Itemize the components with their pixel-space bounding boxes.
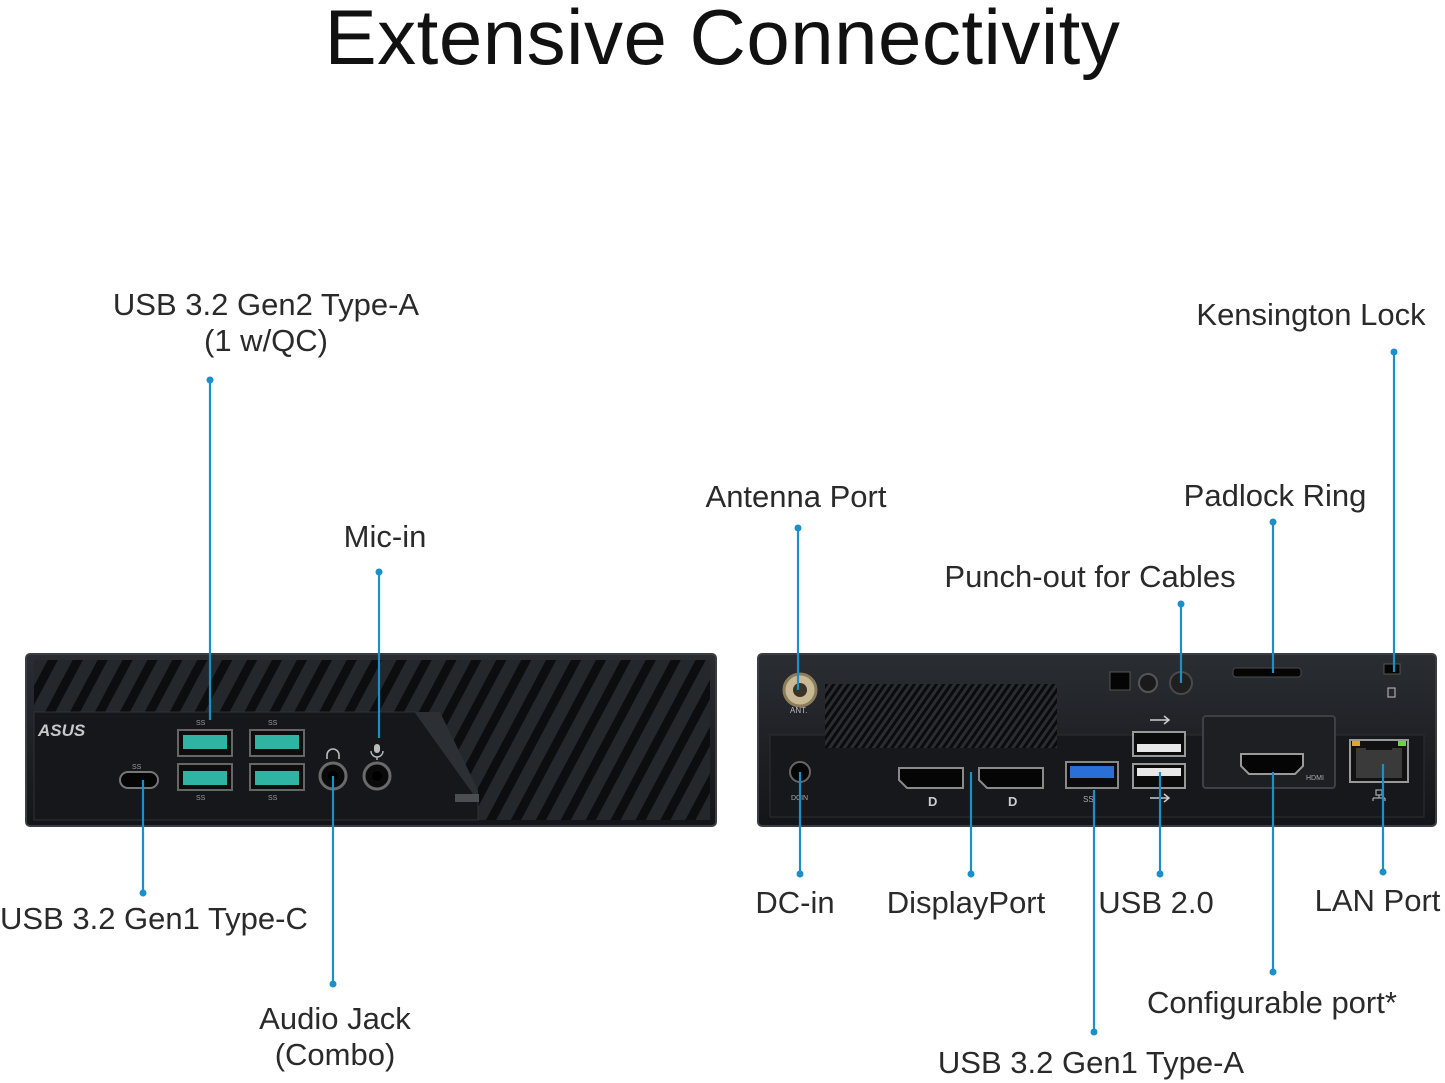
asus-logo: ASUS bbox=[37, 721, 86, 740]
label-antenna-port: Antenna Port bbox=[705, 479, 887, 514]
label-punch-out-for-cables: Punch-out for Cables bbox=[944, 559, 1236, 594]
label-mic-in: Mic-in bbox=[343, 519, 427, 554]
label-padlock-ring: Padlock Ring bbox=[1183, 478, 1367, 513]
dp-marking-2: D bbox=[1008, 794, 1017, 809]
lock-icon bbox=[1387, 687, 1396, 698]
configurable-port-bay bbox=[1202, 715, 1336, 789]
page-title: Extensive Connectivity bbox=[324, 0, 1121, 81]
label-dc-in: DC-in bbox=[755, 885, 835, 920]
displayport-2 bbox=[978, 767, 1044, 789]
ant-marking: ANT. bbox=[790, 706, 807, 715]
label-usb32-gen2-type-a-line1: USB 3.2 Gen2 Type-A bbox=[112, 287, 420, 322]
ss-marking-3: SS bbox=[196, 795, 206, 802]
usb-c-port bbox=[119, 771, 159, 789]
label-configurable-port: Configurable port* bbox=[1147, 985, 1397, 1020]
label-usb32-gen2-type-a: USB 3.2 Gen2 Type-A (1 w/QC) bbox=[110, 287, 422, 359]
punch-out-square bbox=[1109, 671, 1131, 691]
label-usb20: USB 2.0 bbox=[1098, 885, 1214, 920]
usb-a-gen2-ports: SS SS SS SS bbox=[177, 720, 305, 802]
kensington-slot bbox=[1383, 663, 1401, 675]
headset-icon bbox=[326, 748, 340, 759]
power-led bbox=[455, 794, 479, 802]
rear-vent bbox=[825, 684, 1057, 748]
ss-marking-c: SS bbox=[132, 764, 142, 771]
hdmi-port bbox=[1240, 753, 1304, 775]
microphone-icon bbox=[374, 744, 380, 753]
label-usb32-gen1-type-a: USB 3.2 Gen1 Type-A bbox=[937, 1045, 1245, 1080]
ss-marking-1: SS bbox=[196, 720, 206, 727]
label-kensington-lock: Kensington Lock bbox=[1196, 297, 1426, 332]
usb-icon-top bbox=[1150, 715, 1171, 725]
hdmi-marking: HDMI bbox=[1306, 775, 1324, 782]
label-audio-jack-line1: Audio Jack bbox=[259, 1001, 411, 1036]
ss-marking-rear: SS bbox=[1083, 795, 1094, 804]
padlock-ring-slot bbox=[1232, 667, 1302, 678]
leader-lines bbox=[139, 348, 1398, 1036]
dp-marking-1: D bbox=[928, 794, 937, 809]
displayport-1 bbox=[898, 767, 964, 789]
rear-unit: ANT. DCIN D D SS HDMI bbox=[757, 653, 1437, 827]
label-audio-jack-line2: (Combo) bbox=[274, 1037, 396, 1072]
label-lan-port: LAN Port bbox=[1314, 883, 1441, 918]
ss-marking-4: SS bbox=[268, 795, 278, 802]
label-usb32-gen2-type-a-line2: (1 w/QC) bbox=[204, 323, 328, 358]
front-unit: ASUS SS SS SS SS SS bbox=[25, 653, 717, 827]
label-displayport: DisplayPort bbox=[886, 885, 1046, 920]
label-audio-jack: Audio Jack (Combo) bbox=[240, 1001, 430, 1073]
label-usb32-gen1-type-c: USB 3.2 Gen1 Type-C bbox=[0, 901, 308, 936]
ss-marking-2: SS bbox=[268, 720, 278, 727]
